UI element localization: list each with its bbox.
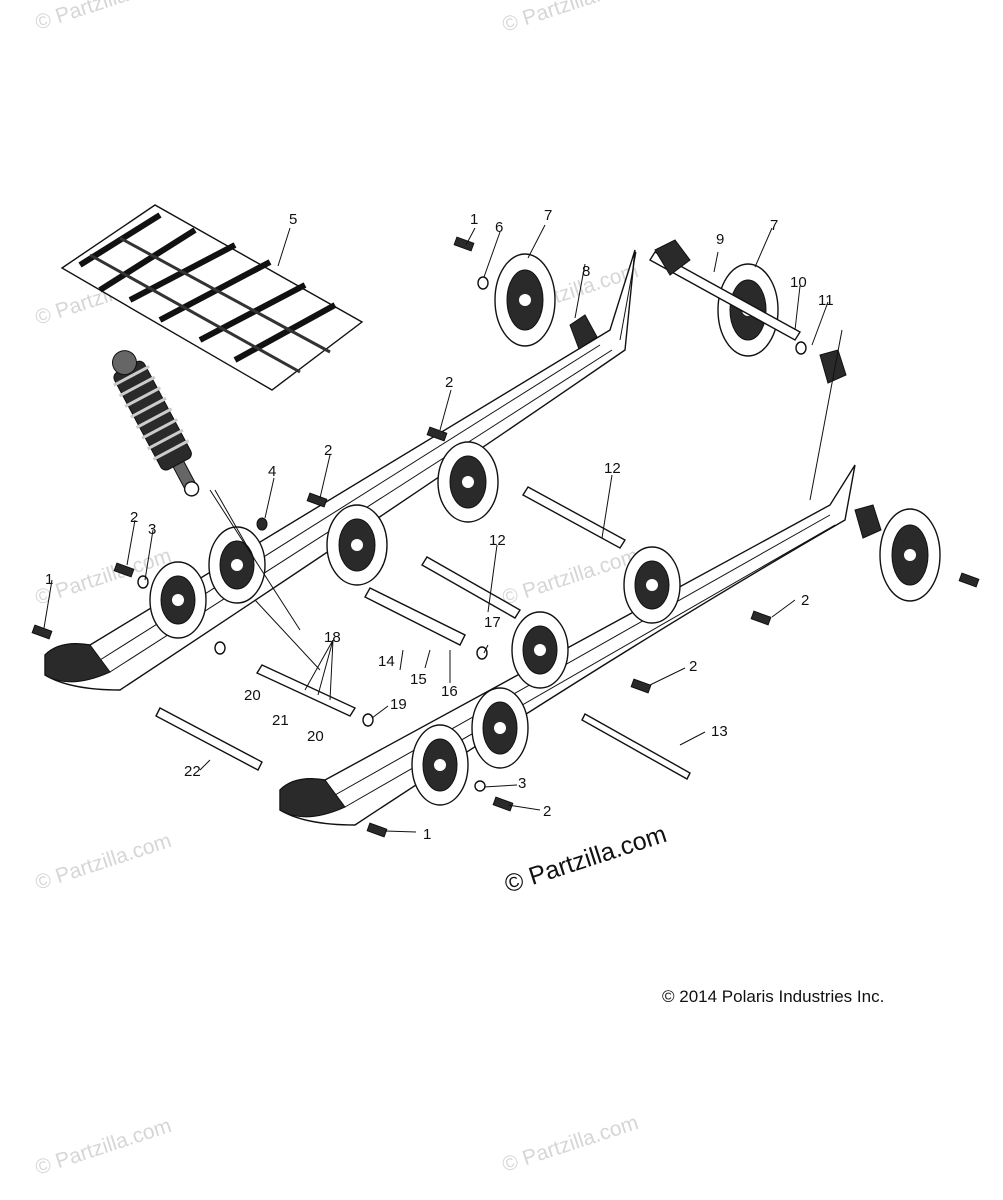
callout-20: 20 [307, 728, 324, 745]
callout-3: 3 [148, 521, 156, 538]
callout-2: 2 [543, 803, 551, 820]
callout-14: 14 [378, 653, 395, 670]
callout-15: 15 [410, 671, 427, 688]
callout-12: 12 [604, 460, 621, 477]
callout-22: 22 [184, 763, 201, 780]
callout-21: 21 [272, 712, 289, 729]
callout-6: 6 [495, 219, 503, 236]
callout-2: 2 [130, 509, 138, 526]
callout-3: 3 [518, 775, 526, 792]
callout-18: 18 [324, 629, 341, 646]
callout-12: 12 [489, 532, 506, 549]
watermark: © Partzilla.com [499, 1111, 641, 1177]
callout-2: 2 [445, 374, 453, 391]
callout-10: 10 [790, 274, 807, 291]
center-watermark: © Partzilla.com [501, 820, 670, 899]
callout-5: 5 [289, 211, 297, 228]
callout-2: 2 [689, 658, 697, 675]
callout-labels: 1 6 7 8 9 7 10 11 5 2 2 4 12 2 3 12 1 2 … [45, 207, 834, 843]
callout-7: 7 [770, 217, 778, 234]
callout-17: 17 [484, 614, 501, 631]
callout-11: 11 [818, 292, 834, 309]
watermark: © Partzilla.com [32, 829, 174, 895]
shock-absorber-part [111, 350, 200, 497]
watermark: © Partzilla.com [32, 0, 174, 35]
callout-13: 13 [711, 723, 728, 740]
leader-lines [43, 224, 843, 833]
callout-2: 2 [801, 592, 809, 609]
watermark-layer: © Partzilla.com © Partzilla.com © Partzi… [32, 0, 641, 1180]
copyright-text: © 2014 Polaris Industries Inc. [662, 987, 884, 1006]
callout-7: 7 [544, 207, 552, 224]
watermark: © Partzilla.com [32, 1114, 174, 1180]
callout-9: 9 [716, 231, 724, 248]
callout-19: 19 [390, 696, 407, 713]
callout-1: 1 [45, 571, 53, 588]
callout-1: 1 [423, 826, 431, 843]
watermark: © Partzilla.com [499, 544, 641, 610]
hardware-group [31, 236, 980, 838]
callout-2: 2 [324, 442, 332, 459]
track-clip-part [60, 204, 364, 391]
axle-part [569, 239, 882, 539]
cross-shaft-group [155, 486, 691, 780]
callout-4: 4 [268, 463, 276, 480]
callout-20: 20 [244, 687, 261, 704]
callout-16: 16 [441, 683, 458, 700]
watermark: © Partzilla.com [499, 0, 641, 37]
callout-1: 1 [470, 211, 478, 228]
callout-8: 8 [582, 263, 590, 280]
